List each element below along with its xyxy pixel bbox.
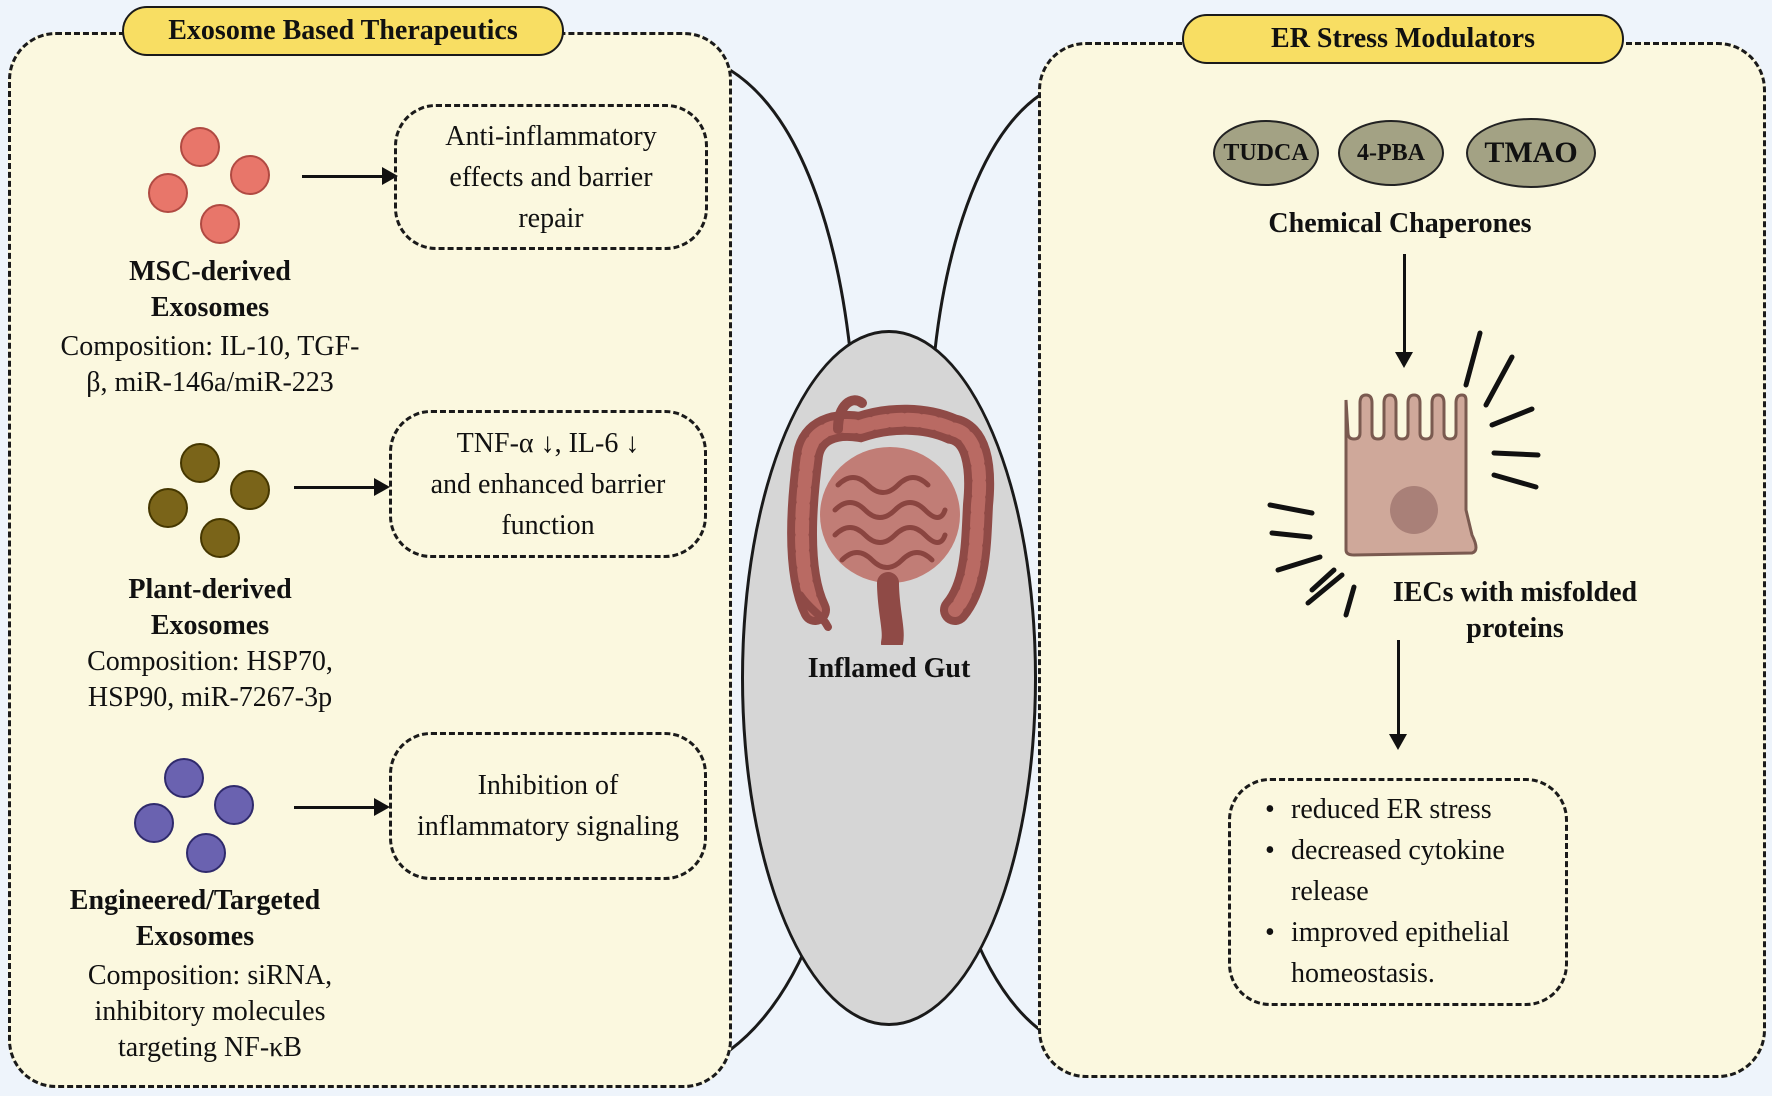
chaperone-tudca: TUDCA	[1213, 120, 1319, 186]
iec-label-line: proteins	[1466, 613, 1564, 644]
msc-effect-line: repair	[518, 202, 584, 234]
outcome-item: improved epithelial homeostasis.	[1265, 912, 1565, 994]
msc-composition: Composition: IL-10, TGF- β, miR-146a/miR…	[20, 329, 400, 401]
engineered-composition: Composition: siRNA, inhibitory molecules…	[20, 958, 400, 1066]
engineered-exosome-name: Engineered/Targeted Exosomes	[30, 883, 360, 955]
exosome-dot-icon	[148, 173, 188, 213]
engineered-name-line: Engineered/Targeted	[69, 885, 321, 916]
chaperone-tmao: TMAO	[1466, 118, 1596, 188]
msc-composition-line: Composition: IL-10, TGF-	[60, 331, 360, 362]
msc-composition-line: β, miR-146a/miR-223	[86, 367, 334, 398]
chaperone-to-cell-arrow	[1395, 254, 1413, 368]
plant-effect-box: TNF-α ↓, IL-6 ↓ and enhanced barrier fun…	[389, 410, 707, 558]
exosome-dot-icon	[230, 470, 270, 510]
engineered-composition-line: inhibitory molecules	[94, 996, 326, 1027]
engineered-name-line: Exosomes	[135, 921, 255, 952]
outcome-item: reduced ER stress	[1265, 789, 1565, 830]
plant-name-line: Plant-derived	[128, 574, 292, 605]
epithelial-cell-icon	[1267, 330, 1541, 618]
msc-effect-box: Anti-inflammatory effects and barrier re…	[394, 104, 708, 250]
plant-effect-line: function	[501, 509, 595, 541]
plant-exosome-name: Plant-derived Exosomes	[50, 572, 370, 644]
inflamed-gut-label: Inflamed Gut	[807, 653, 971, 684]
engineered-composition-line: targeting NF-κB	[118, 1032, 302, 1063]
exosome-panel	[8, 32, 732, 1088]
msc-name-line: MSC-derived	[129, 256, 291, 287]
engineered-composition-line: Composition: siRNA,	[87, 960, 333, 991]
plant-name-line: Exosomes	[150, 610, 270, 641]
chaperone-4pba: 4-PBA	[1338, 120, 1444, 186]
plant-effect-arrow	[294, 478, 390, 496]
exosome-dot-icon	[200, 518, 240, 558]
exosome-dot-icon	[148, 488, 188, 528]
engineered-effect-box: Inhibition of inflammatory signaling	[389, 732, 707, 880]
engineered-effect-line: inflammatory signaling	[416, 811, 680, 842]
msc-effect-line: effects and barrier	[449, 161, 653, 193]
stress-lines-icon	[1267, 330, 1541, 618]
engineered-effect-arrow	[294, 798, 390, 816]
intestine-icon	[787, 395, 995, 645]
exosome-dot-icon	[164, 758, 204, 798]
exosome-dot-icon	[134, 803, 174, 843]
plant-effect-line: and enhanced barrier	[430, 468, 666, 500]
outcomes-box: reduced ER stress decreased cytokine rel…	[1228, 778, 1568, 1006]
msc-name-line: Exosomes	[150, 292, 270, 323]
curve-right-top	[933, 93, 1041, 351]
engineered-effect-line: Inhibition of	[477, 770, 619, 801]
cell-to-outcome-arrow	[1389, 640, 1407, 750]
msc-exosome-name: MSC-derived Exosomes	[50, 254, 370, 326]
exosome-dot-icon	[230, 155, 270, 195]
curve-left-top	[729, 68, 852, 351]
exosome-dot-icon	[214, 785, 254, 825]
msc-effect-line: Anti-inflammatory	[445, 120, 657, 152]
chemical-chaperones-label: Chemical Chaperones	[1268, 208, 1532, 239]
exosome-dot-icon	[180, 443, 220, 483]
plant-composition-line: Composition: HSP70,	[87, 646, 333, 677]
exosome-panel-title: Exosome Based Therapeutics	[122, 6, 564, 56]
exosome-dot-icon	[200, 204, 240, 244]
plant-composition: Composition: HSP70, HSP90, miR-7267-3p	[20, 644, 400, 716]
exosome-dot-icon	[180, 127, 220, 167]
plant-effect-line: TNF-α ↓, IL-6 ↓	[456, 427, 640, 459]
exosome-dot-icon	[186, 833, 226, 873]
msc-effect-arrow	[302, 167, 398, 185]
iec-label: IECs with misfolded proteins	[1360, 575, 1670, 647]
er-stress-panel-title: ER Stress Modulators	[1182, 14, 1624, 64]
outcome-item: decreased cytokine release	[1265, 830, 1565, 912]
plant-composition-line: HSP90, miR-7267-3p	[87, 682, 333, 713]
iec-label-line: IECs with misfolded	[1392, 577, 1638, 608]
nucleus-icon	[1390, 486, 1438, 534]
